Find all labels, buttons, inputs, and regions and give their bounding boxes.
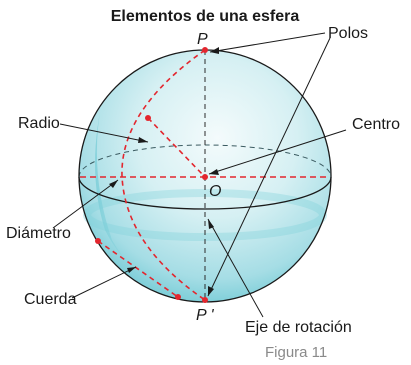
arrowhead-icon xyxy=(208,219,214,229)
meridian-arc xyxy=(121,49,206,301)
radio-leader xyxy=(59,123,149,143)
pole-bottom-point xyxy=(202,297,208,303)
label-radio: Radio xyxy=(18,115,60,132)
sphere-band xyxy=(83,189,327,241)
arrowhead-icon xyxy=(109,180,118,188)
label-eje: Eje de rotación xyxy=(245,319,352,336)
eje-leader xyxy=(207,218,264,318)
chord-line xyxy=(97,240,179,298)
radius-end-point xyxy=(145,115,151,121)
label-polos: Polos xyxy=(328,25,368,42)
arrowhead-icon xyxy=(138,137,148,143)
center-point xyxy=(202,174,208,180)
equator-back xyxy=(78,144,332,178)
polos-leader-top xyxy=(209,32,326,53)
label-center-o: O xyxy=(209,183,221,200)
diagram-title: Elementos de una esfera xyxy=(111,8,300,25)
callout-lines xyxy=(52,32,347,318)
pole-top-point xyxy=(202,47,208,53)
chord-end-point-a xyxy=(95,238,101,244)
cuerda-leader xyxy=(71,266,137,299)
polos-leader-bottom xyxy=(207,37,331,297)
callout-arrowheads xyxy=(109,47,219,296)
arrowhead-icon xyxy=(209,169,219,175)
label-pole-top: P xyxy=(197,31,208,48)
equator-front xyxy=(78,176,332,210)
arrowhead-icon xyxy=(210,47,219,54)
label-cuerda: Cuerda xyxy=(24,291,77,308)
label-pole-bottom: P ' xyxy=(196,307,215,324)
diametro-leader xyxy=(52,179,119,229)
chord-end-point-b xyxy=(175,294,181,300)
figure-caption: Figura 11 xyxy=(265,344,327,361)
label-diametro: Diámetro xyxy=(6,225,71,242)
radius-line xyxy=(147,117,206,178)
label-centro: Centro xyxy=(352,116,400,133)
arrowhead-icon xyxy=(208,286,214,296)
centro-leader xyxy=(208,129,347,175)
arrowhead-icon xyxy=(127,267,136,273)
